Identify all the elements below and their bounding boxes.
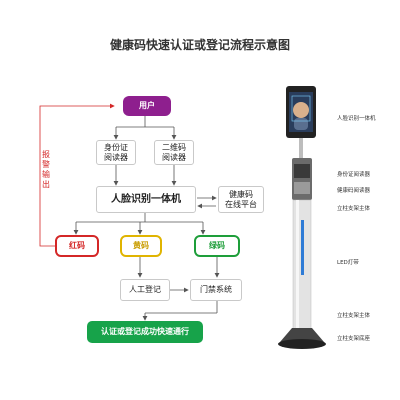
device-label-qr-reader: 健康码阅读器 [337,188,371,194]
device-label-face-terminal: 人脸识别一体机 [337,116,376,122]
device-label-stand-body: 立柱支架主体 [337,206,371,212]
face-icon [293,102,309,118]
node-qr-reader-line1: 二维码 [162,142,186,152]
node-health-platform-line2: 在线平台 [225,199,257,209]
node-qr-reader: 二维码 阅读器 [154,140,194,165]
alarm-char: 出 [42,180,50,189]
device-label-led: LED灯带 [337,260,359,266]
device-illustration [278,86,326,349]
node-green-code-label: 绿码 [209,241,225,250]
node-yellow-code-label: 黄码 [133,241,149,250]
node-manual-registration: 人工登记 [120,279,170,301]
node-yellow-code: 黄码 [120,235,162,257]
node-health-platform: 健康码 在线平台 [218,186,264,213]
led-strip [301,220,304,275]
node-id-card-reader-line2: 阅读器 [104,152,128,162]
node-success-pass: 认证或登记成功快速通行 [87,321,203,343]
node-success-pass-label: 认证或登记成功快速通行 [101,327,189,336]
alarm-char: 输 [42,170,50,179]
node-id-card-reader: 身份证 阅读器 [96,140,136,165]
node-access-control: 门禁系统 [190,279,242,301]
node-red-code-label: 红码 [69,241,85,250]
device-label-stand-body-2: 立柱支架主体 [337,313,371,319]
node-red-code: 红码 [55,235,99,257]
device-label-stand-base: 立柱支架底座 [337,336,371,342]
node-user: 用户 [123,96,171,116]
device-label-id-reader: 身份证阅读器 [337,172,371,178]
node-qr-reader-line2: 阅读器 [162,152,186,162]
node-manual-registration-label: 人工登记 [129,285,161,294]
alarm-char: 报 [42,150,50,159]
node-access-control-label: 门禁系统 [200,285,232,294]
node-health-platform-line1: 健康码 [229,189,253,199]
node-face-terminal: 人脸识别一体机 [96,186,196,213]
node-id-card-reader-line1: 身份证 [104,142,128,152]
node-face-terminal-label: 人脸识别一体机 [111,193,181,205]
node-green-code: 绿码 [194,235,240,257]
alarm-char: 警 [42,160,50,169]
alarm-output-label: 报 警 输 出 [41,150,51,190]
diagram-title: 健康码快速认证或登记流程示意图 [109,38,290,52]
node-user-label: 用户 [139,101,155,110]
